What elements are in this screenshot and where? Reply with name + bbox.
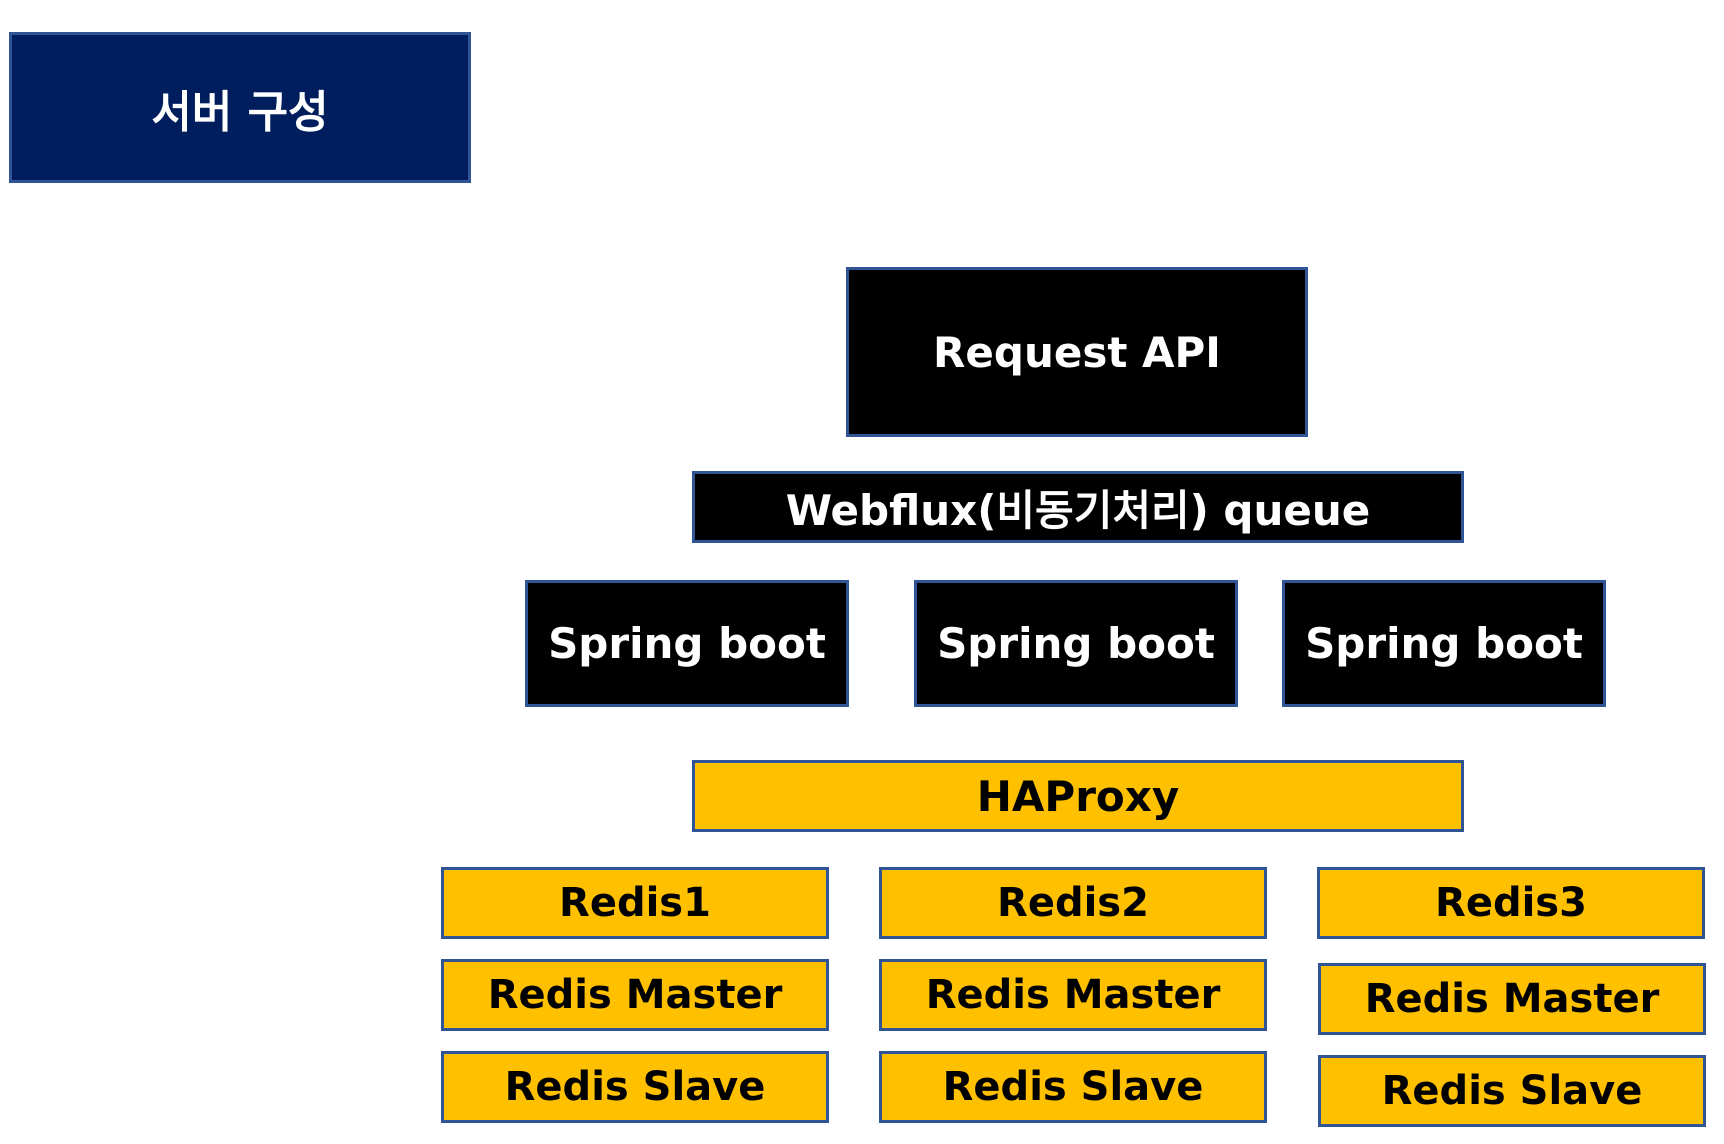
redis1-master-box: Redis Master: [441, 959, 829, 1031]
request-api-label: Request API: [933, 327, 1221, 377]
webflux-queue-label: Webflux(비동기처리) queue: [785, 485, 1371, 535]
redis-slave-label: Redis Slave: [504, 1064, 766, 1110]
haproxy-label: HAProxy: [976, 771, 1180, 821]
redis-master-label: Redis Master: [1364, 976, 1660, 1022]
spring-boot-node-1: Spring boot: [525, 580, 849, 707]
page-title-label: 서버 구성: [151, 86, 329, 138]
redis2-box: Redis2: [879, 867, 1267, 939]
redis-name-label: Redis1: [559, 880, 711, 926]
spring-boot-label: Spring boot: [548, 619, 826, 668]
spring-boot-node-2: Spring boot: [914, 580, 1238, 707]
spring-boot-label: Spring boot: [1305, 619, 1583, 668]
redis1-box: Redis1: [441, 867, 829, 939]
webflux-queue-box: Webflux(비동기처리) queue: [692, 471, 1464, 543]
redis3-box: Redis3: [1317, 867, 1705, 939]
redis3-slave-box: Redis Slave: [1318, 1055, 1706, 1127]
haproxy-box: HAProxy: [692, 760, 1464, 832]
redis-master-label: Redis Master: [487, 972, 783, 1018]
redis-master-label: Redis Master: [925, 972, 1221, 1018]
redis2-master-box: Redis Master: [879, 959, 1267, 1031]
redis1-slave-box: Redis Slave: [441, 1051, 829, 1123]
redis2-slave-box: Redis Slave: [879, 1051, 1267, 1123]
request-api-box: Request API: [846, 267, 1308, 437]
page-title: 서버 구성: [9, 32, 471, 183]
redis-name-label: Redis2: [997, 880, 1149, 926]
spring-boot-label: Spring boot: [937, 619, 1215, 668]
redis-slave-label: Redis Slave: [942, 1064, 1204, 1110]
redis-name-label: Redis3: [1435, 880, 1587, 926]
spring-boot-node-3: Spring boot: [1282, 580, 1606, 707]
redis3-master-box: Redis Master: [1318, 963, 1706, 1035]
redis-slave-label: Redis Slave: [1381, 1068, 1643, 1114]
